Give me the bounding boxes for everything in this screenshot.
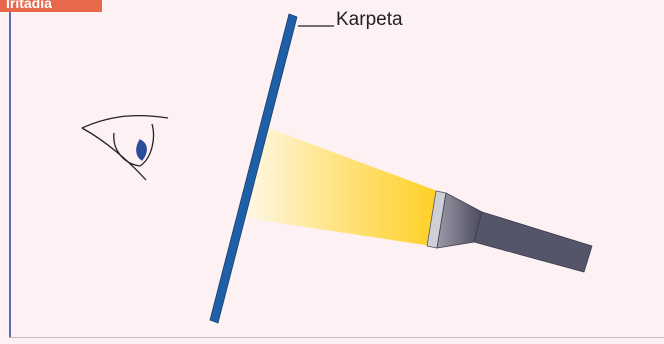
mirror-label: Karpeta [336,9,403,31]
flashlight-icon [427,191,592,272]
eye-icon [82,116,168,180]
light-beam [246,128,440,246]
flashlight-body [474,212,592,272]
